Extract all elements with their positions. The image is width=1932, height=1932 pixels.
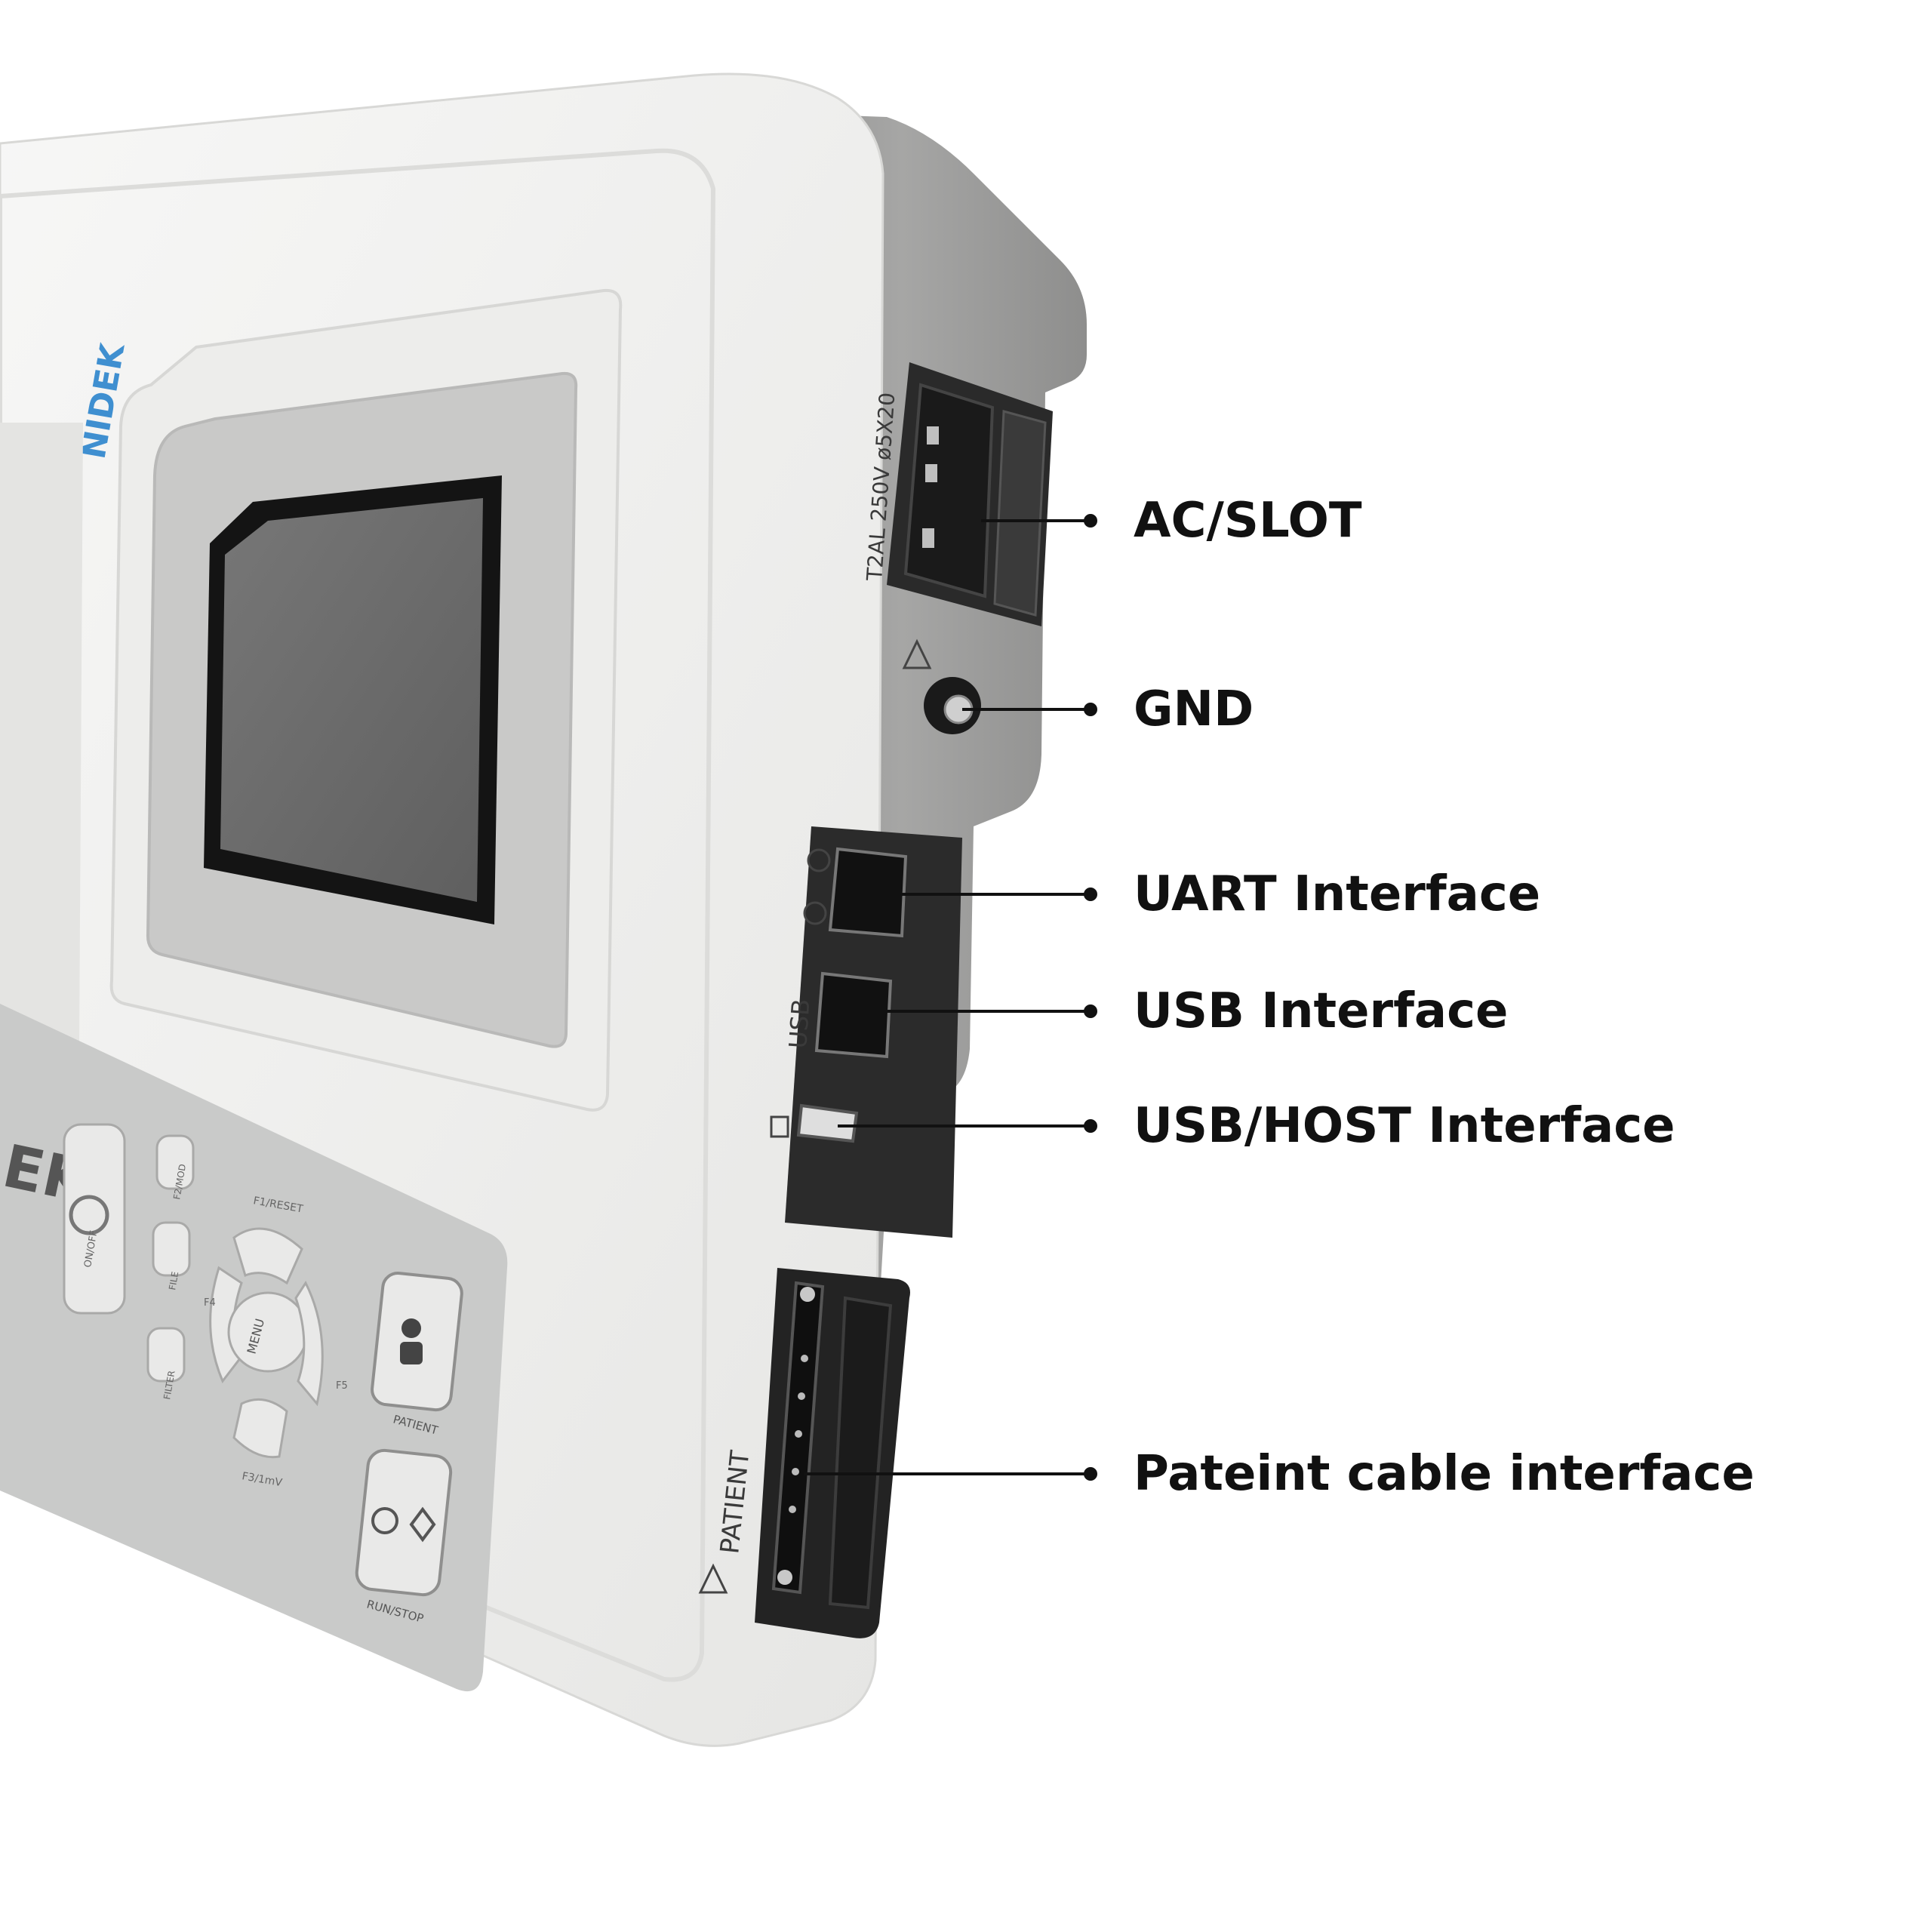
- f2-key[interactable]: [155, 1134, 195, 1190]
- file-key[interactable]: [152, 1221, 191, 1277]
- f5-right-key[interactable]: [294, 1280, 324, 1407]
- callout-label-uart: UART Interface: [1134, 866, 1541, 922]
- usb-marking: USB: [783, 998, 815, 1049]
- callout-dot-usb: [1084, 1004, 1097, 1018]
- uart-port: [828, 847, 908, 938]
- callout-dot-ac-slot: [1084, 514, 1097, 528]
- f5-key-label: F5: [336, 1380, 348, 1392]
- menu-button[interactable]: [227, 1291, 309, 1373]
- stop-icon: [371, 1507, 398, 1534]
- callout-dot-uart: [1084, 888, 1097, 901]
- callout-dot-gnd: [1084, 703, 1097, 716]
- callout-label-patient-cable: Pateint cable interface: [1134, 1446, 1755, 1502]
- run-stop-button[interactable]: [355, 1448, 453, 1597]
- callout-label-usb: USB Interface: [1134, 983, 1509, 1039]
- power-icon: [69, 1195, 109, 1235]
- fuse-drawer: [993, 410, 1047, 617]
- callout-dot-patient-cable: [1084, 1467, 1097, 1481]
- usb-port: [814, 971, 893, 1059]
- f3-down-key[interactable]: [232, 1398, 288, 1459]
- file-key-label: FILE: [167, 1271, 180, 1291]
- f4-key-label: F4: [204, 1297, 216, 1309]
- power-button[interactable]: [63, 1123, 126, 1315]
- patient-warning-icon: [698, 1563, 728, 1594]
- usb-host-port: [796, 1103, 859, 1143]
- run-icon: [409, 1506, 436, 1543]
- uart-marking-icon: [803, 901, 827, 925]
- callout-dot-usb-host: [1084, 1119, 1097, 1133]
- callout-leaders: [804, 514, 1097, 1481]
- filter-key[interactable]: [146, 1327, 186, 1383]
- filter-key-label: FILTER: [162, 1370, 177, 1401]
- f1-up-key[interactable]: [232, 1227, 303, 1285]
- patient-icon: [401, 1318, 421, 1338]
- patient-button[interactable]: [371, 1272, 463, 1412]
- callout-label-ac-slot: AC/SLOT: [1134, 493, 1362, 549]
- ground-warning-icon: [902, 638, 932, 669]
- callout-label-usb-host: USB/HOST Interface: [1134, 1098, 1675, 1154]
- front-bezel: [0, 148, 716, 1682]
- callout-label-gnd: GND: [1134, 681, 1254, 737]
- usb-host-marking-icon: [770, 1115, 789, 1138]
